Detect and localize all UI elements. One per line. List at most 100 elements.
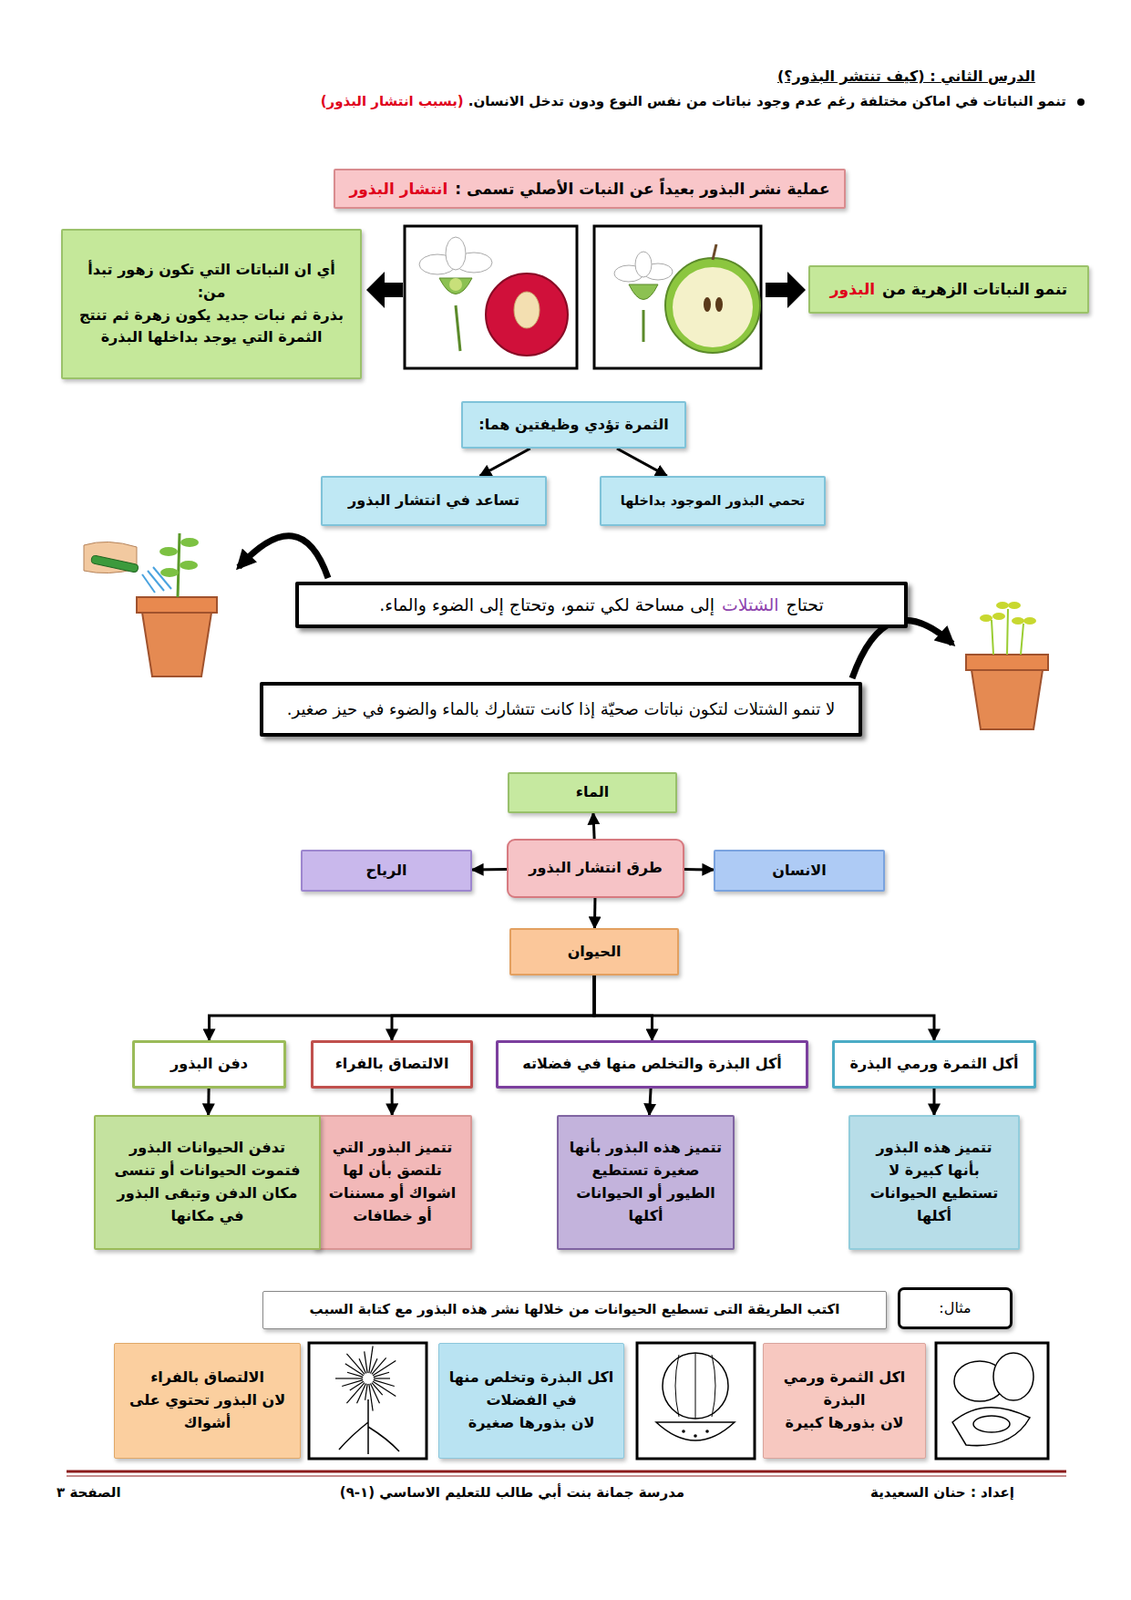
seedling-pot xyxy=(971,669,1043,730)
watered-pot xyxy=(179,560,198,570)
seedling-pot xyxy=(966,654,1049,670)
seedling-pot xyxy=(966,601,1049,730)
node-text: اكل الثمرة ورمي البذرة xyxy=(772,1366,916,1412)
block-arrow xyxy=(366,271,403,309)
connector-arrow xyxy=(480,448,531,476)
block-arrow xyxy=(765,271,806,309)
node-text: تتميز البذور التي تلتصق بأن لها اشواك أو… xyxy=(323,1136,462,1227)
detail-box: تتميز هذه البذور بأنها صغيرة تستطيع الطي… xyxy=(556,1114,735,1250)
intro-text: تنمو النباتات في اماكن مختلفة رغم عدم وج… xyxy=(468,92,1067,110)
node-text: انتشار البذور xyxy=(349,176,448,201)
connector-arrow xyxy=(206,1088,210,1115)
watered-pot xyxy=(159,546,178,556)
node-text: بذرة ثم نبات جديد يكون زهرة ثم تنتج الثم… xyxy=(71,304,351,350)
burr-picture xyxy=(339,1398,400,1454)
heading-box: الثمرة تؤدي وظيفتين هما: xyxy=(461,400,687,449)
node-text: تنمو النباتات الزهرية من xyxy=(882,277,1068,301)
way-box: دفن البذور xyxy=(132,1039,287,1089)
definition-box: عملية نشر البذور بعيداً عن النبات الأصلي… xyxy=(333,168,846,209)
watermelon-picture xyxy=(693,1433,698,1438)
intro-text: (بسبب انتشار البذور) xyxy=(320,92,464,110)
way-box: الالتصاق بالفراء xyxy=(310,1039,473,1089)
apple-picture xyxy=(594,226,761,369)
seedling-pot xyxy=(979,614,993,622)
apple-picture xyxy=(642,309,646,342)
node-text: الماء xyxy=(575,781,609,804)
watered-pot xyxy=(83,533,217,677)
node-text: الالتصاق بالفراء xyxy=(335,1052,450,1076)
cherry-picture xyxy=(455,305,461,351)
node-text: لان بذورها كبيرة xyxy=(785,1411,905,1435)
seedling-pot xyxy=(1023,616,1037,625)
connector-arrow xyxy=(594,975,653,1040)
method-box: الحيوان xyxy=(509,927,679,976)
apple-picture xyxy=(703,297,711,312)
seedling-pot xyxy=(991,608,1024,655)
mango-picture xyxy=(935,1342,1049,1459)
apple-picture xyxy=(665,257,761,353)
burr-spikes xyxy=(346,1382,365,1404)
connector-arrow xyxy=(616,448,668,476)
node-text: الانسان xyxy=(771,859,826,883)
method-box: الماء xyxy=(507,771,678,813)
node-text: تتميز هذه البذور بأنها صغيرة تستطيع الطي… xyxy=(567,1136,724,1227)
statement-box: تحتاجالشتلاتإلى مساحة لكي تنمو، وتحتاج إ… xyxy=(295,581,908,628)
seedling-pot xyxy=(1011,616,1025,625)
connector-arrow xyxy=(593,812,595,839)
watered-pot xyxy=(142,612,212,677)
footer-rule xyxy=(66,1475,1067,1477)
lesson-title: الدرس الثاني : (كيف تنتشر البذور؟) xyxy=(777,67,1036,85)
answer-box: الالتصاق بالفراءلان البذور تحتوي على أشو… xyxy=(113,1342,301,1459)
node-text: الشتلات xyxy=(721,591,780,618)
detail-box: تتميز البذور التي تلتصق بأن لها اشواك أو… xyxy=(312,1114,473,1250)
watermelon-picture xyxy=(681,1429,686,1433)
connector-arrow xyxy=(684,867,714,871)
node-text: الثمرة تؤدي وظيفتين هما: xyxy=(478,413,669,437)
node-text: اكتب الطريقة التى تسطيع الحيوانات من خلا… xyxy=(309,1298,841,1320)
connector-arrow xyxy=(933,1088,936,1115)
watermelon-picture xyxy=(705,1429,710,1433)
node-text: عملية نشر البذور بعيداً عن النبات الأصلي… xyxy=(454,176,830,201)
statement-box: لا تنمو الشتلات لتكون نباتات صحيّة إذا ك… xyxy=(259,681,863,737)
watermelon-picture xyxy=(662,1352,729,1419)
method-box: الانسان xyxy=(713,849,885,892)
bullet-line: تنمو النباتات في اماكن مختلفة رغم عدم وج… xyxy=(54,91,1067,113)
example-tag: مثال: xyxy=(897,1286,1013,1329)
burr-spikes xyxy=(364,1350,368,1373)
node-text: اكل البذرة وتخلص منها في الفضلات xyxy=(448,1366,615,1412)
node-text: تتميز هذه البذور بأنها كبيرة لا تستطيع ا… xyxy=(859,1136,1009,1227)
connector-arrow xyxy=(390,1088,394,1115)
apple-picture xyxy=(715,297,723,312)
footer-text: إعداد : حنان السعيدية xyxy=(870,1483,1015,1501)
burr-spikes xyxy=(373,1371,390,1377)
cherry-picture xyxy=(439,277,473,295)
node-text: تساعد في انتشار البذور xyxy=(348,489,520,513)
footer-text: الصفحة ٣ xyxy=(56,1483,122,1501)
answer-box: اكل الثمرة ورمي البذرةلان بذورها كبيرة xyxy=(762,1342,926,1459)
node-text: تحتاج xyxy=(786,591,824,618)
cherry-picture xyxy=(404,226,577,369)
apple-picture xyxy=(628,284,659,300)
node-text: البذور xyxy=(830,277,875,301)
watered-pot xyxy=(180,537,199,547)
seedling-pot xyxy=(1007,601,1021,609)
curved-arrow xyxy=(238,535,329,578)
mango-picture xyxy=(952,1407,1030,1446)
detail-box: تدفن الحيوانات البذور فتموت الحيوانات أو… xyxy=(93,1114,321,1250)
seedling-pot xyxy=(992,612,1006,620)
node-text: الحيوان xyxy=(567,940,622,964)
bullet-dot xyxy=(1077,98,1085,106)
curved-arrow xyxy=(852,619,953,679)
footer-rule xyxy=(66,1470,1067,1473)
cherry-picture xyxy=(514,291,540,329)
watermelon-picture xyxy=(656,1421,735,1440)
answer-box: اكل البذرة وتخلص منها في الفضلاتلان بذور… xyxy=(438,1342,625,1459)
node-text: مثال: xyxy=(938,1296,971,1320)
mango-picture xyxy=(973,1415,1010,1432)
burr-spikes xyxy=(372,1380,396,1396)
node-text: دفن البذور xyxy=(170,1052,248,1076)
connector-arrow xyxy=(594,975,935,1040)
watermelon-picture xyxy=(637,1342,755,1459)
connector-arrow xyxy=(472,867,507,871)
